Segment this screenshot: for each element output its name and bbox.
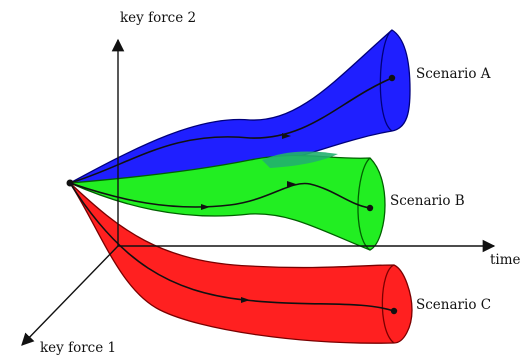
scenario-b-arrowhead-2 [287, 181, 296, 187]
scenario-b-trajectory [69, 182, 371, 209]
scenario-c-label: Scenario C [416, 297, 491, 313]
scenario-b-endpoint [366, 204, 374, 212]
z-axis [21, 245, 119, 346]
scenario-c-endpoint [390, 307, 398, 315]
y-axis-label: key force 2 [120, 10, 196, 26]
scenario-b-label: Scenario B [390, 193, 465, 209]
scenario-b-arrowhead-1 [201, 204, 210, 210]
scenario-overlap-region [262, 151, 338, 168]
x-axis-label: time [490, 252, 521, 268]
scenario-a-arrowhead [282, 133, 291, 139]
scenario-c-funnel [69, 182, 413, 344]
z-axis-label: key force 1 [40, 340, 116, 356]
scenario-b-funnel [69, 151, 386, 251]
scenario-a-rim [379, 29, 393, 132]
scenario-c-trajectory [69, 182, 395, 312]
scenario-c-arrowhead [241, 297, 250, 303]
scenario-b-surface [69, 154, 386, 251]
scenario-a-endpoint [388, 74, 396, 82]
scenario-a-label: Scenario A [416, 66, 491, 82]
axes [21, 38, 496, 346]
scenario-c-rim [381, 264, 395, 344]
origin-start-point [66, 179, 74, 187]
